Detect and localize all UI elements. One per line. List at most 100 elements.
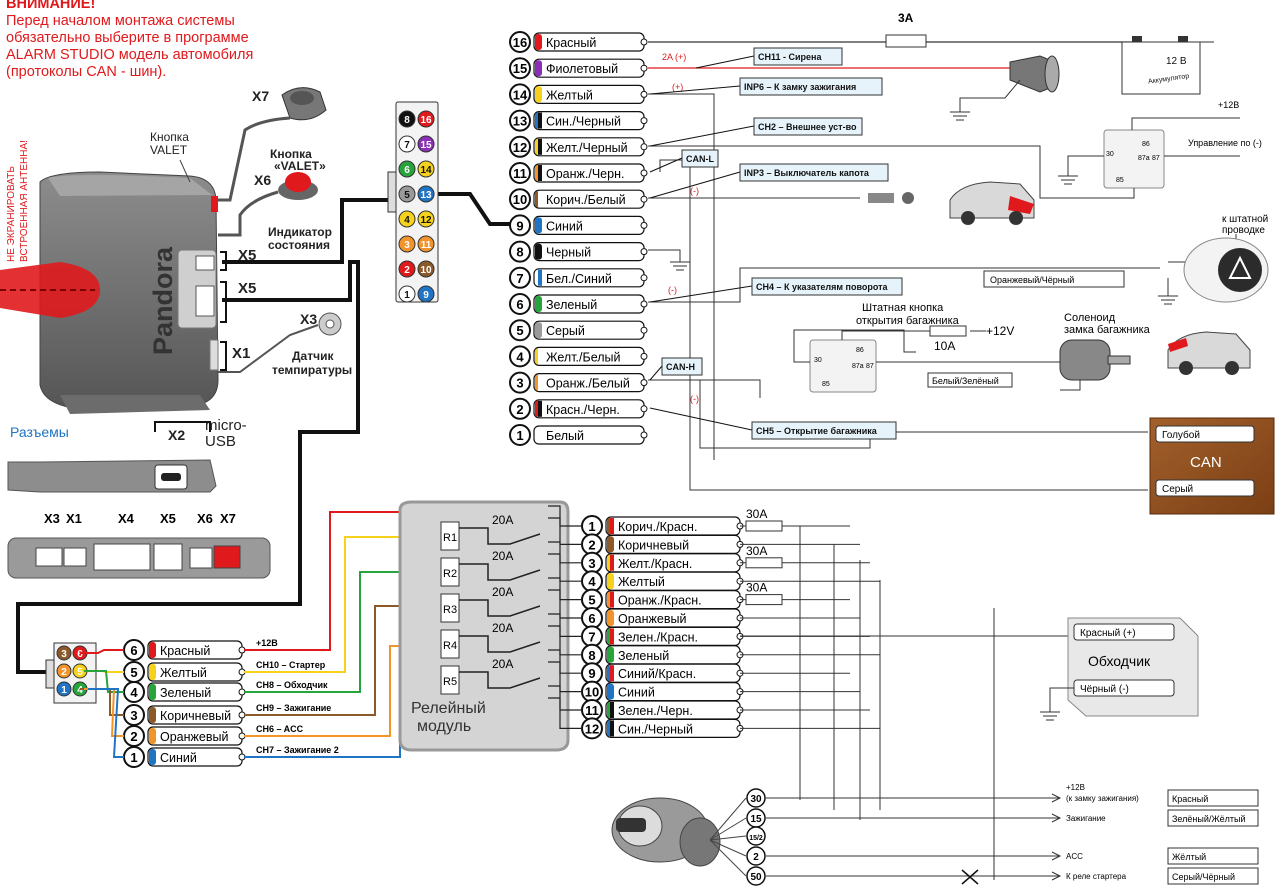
warning-line: (протоколы CAN - шин). (6, 64, 167, 80)
ignition-pin: 15/2 (709, 826, 766, 846)
wire-label: Белый (546, 429, 584, 443)
connector-pin: 11 (417, 235, 435, 253)
wire-number: 9 (516, 218, 523, 233)
antenna-note: НЕ ЭКРАНИРОВАТЬ ВСТРОЕННАЯ АНТЕННА! (6, 140, 30, 262)
wire-number: 11 (585, 703, 599, 718)
bottom-label-x3: X3 (44, 511, 60, 526)
car-image-1 (949, 181, 1035, 225)
connector-pin: 1 (398, 285, 416, 303)
svg-text:20A: 20A (492, 657, 513, 671)
svg-text:15: 15 (750, 814, 762, 825)
unit-labels: Кнопка VALET X7 X6 Кнопка «VALET» Индика… (10, 88, 352, 450)
svg-text:6: 6 (404, 165, 410, 176)
connector-pin: 4 (398, 210, 416, 228)
valet-button-label: VALET (150, 143, 188, 157)
connector-pin: 15 (417, 135, 435, 153)
wire-number: 4 (516, 349, 524, 364)
wire-row: 11 Зелен./Черн. (581, 699, 744, 721)
pandora-unit: Pandora (0, 171, 219, 414)
temp-sensor (218, 312, 342, 373)
car-image-2 (1167, 331, 1251, 375)
svg-text:5: 5 (404, 190, 410, 201)
svg-text:Жёлтый: Жёлтый (1172, 852, 1206, 862)
svg-text:(-): (-) (668, 285, 677, 295)
wire-label: Желтый (618, 575, 665, 589)
valet-button-label: Кнопка (150, 130, 189, 144)
connector-pin: 3 (398, 235, 416, 253)
wire-label: Оранж./Красн. (618, 594, 702, 608)
svg-text:3: 3 (404, 240, 410, 251)
relay-fuse: 30A (745, 581, 783, 606)
svg-text:50: 50 (750, 872, 762, 883)
wire-label: Зелен./Черн. (618, 704, 693, 718)
wire-label: Синий (546, 219, 583, 233)
function-tag-ch11: CH11 - Сирена (695, 47, 843, 69)
wire-label: Синий (618, 686, 655, 700)
wire-label: Красн./Черн. (546, 403, 620, 417)
unit-side-view (7, 459, 217, 493)
solenoid-icon (1059, 339, 1131, 391)
indicator-caption: состояния (268, 238, 330, 252)
status-indicator (218, 172, 318, 237)
wire-label: Синий/Красн. (618, 667, 696, 681)
antenna-note-line2: ВСТРОЕННАЯ АНТЕННА! (19, 140, 30, 262)
svg-text:R4: R4 (443, 640, 457, 652)
relay-module-title: модуль (417, 718, 471, 735)
connector-pin: 9 (417, 285, 435, 303)
x6-label: X6 (254, 172, 271, 188)
solenoid-label: замка багажника (1064, 324, 1151, 336)
x5-port-socket (195, 285, 215, 317)
svg-text:6: 6 (77, 649, 83, 660)
svg-text:К реле стартера: К реле стартера (1066, 872, 1127, 881)
wire-number: 14 (513, 87, 528, 102)
x5-label: X5 (238, 247, 256, 264)
ignition-pin: 50 (709, 839, 766, 886)
trunk-button: открытия багажника (856, 315, 960, 327)
svg-text:30: 30 (1106, 151, 1114, 158)
wire-function: +12В (256, 638, 278, 648)
connector-pin: 5 (72, 663, 88, 679)
wire-label: Желт./Черный (546, 141, 628, 155)
function-tag-can_l: CAN-L (649, 149, 719, 173)
wire-number: 7 (588, 629, 595, 644)
fuse-10a-label: 10A (934, 339, 955, 353)
wire-function: CH9 – Зажигание (256, 703, 331, 713)
svg-text:85: 85 (1116, 177, 1124, 184)
svg-text:30A: 30A (746, 507, 767, 521)
svg-text:INP6 – К замку зажигания: INP6 – К замку зажигания (744, 82, 856, 92)
wire-run (548, 697, 880, 729)
bypass-title: Обходчик (1088, 653, 1151, 669)
wire-label: Корич./Белый (546, 193, 626, 207)
wire-number: 13 (513, 114, 527, 129)
connectors-title: Разъемы (10, 424, 69, 440)
wire-row: 9 Синий (509, 214, 648, 237)
svg-text:20A: 20A (492, 621, 513, 635)
wire-number: 1 (130, 750, 137, 765)
bypass-red: Красный (+) (1080, 628, 1136, 639)
wire-label: Желтый (546, 88, 593, 102)
svg-text:(-): (-) (690, 186, 699, 196)
svg-text:16: 16 (420, 115, 432, 126)
siren-current: 2A (+) (662, 52, 686, 62)
relay-r4: R4 20A (440, 621, 541, 659)
svg-text:Зелёный/Жёлтый: Зелёный/Жёлтый (1172, 814, 1246, 824)
svg-text:87: 87 (866, 363, 874, 370)
wire-number: 1 (588, 519, 595, 534)
wire-label: Черный (546, 246, 591, 260)
unit-brand: Pandora (148, 246, 178, 355)
svg-text:INP3 – Выключатель капота: INP3 – Выключатель капота (744, 168, 870, 178)
wire-number: 2 (588, 537, 595, 552)
svg-text:87a: 87a (1138, 155, 1150, 162)
